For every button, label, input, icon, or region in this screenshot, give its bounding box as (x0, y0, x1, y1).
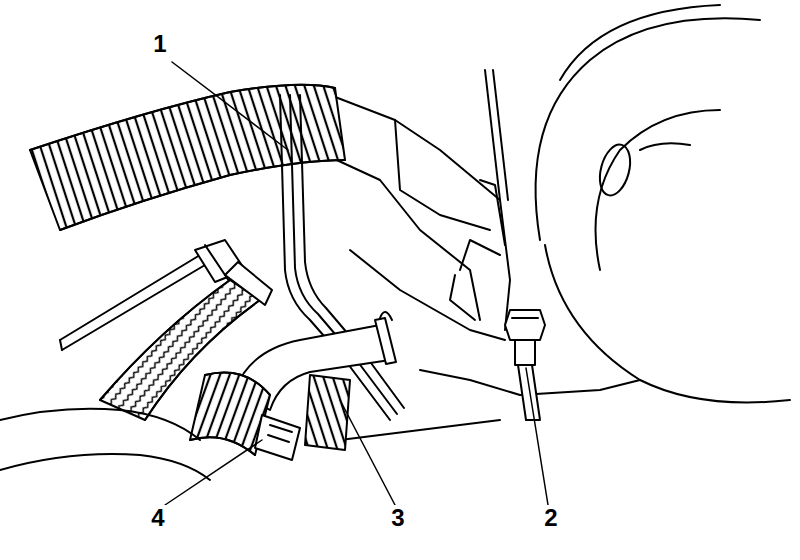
callout-number: 4 (149, 505, 166, 531)
callout-number: 3 (389, 505, 406, 531)
callout-number: 1 (151, 31, 168, 57)
callout-number: 2 (542, 505, 559, 531)
